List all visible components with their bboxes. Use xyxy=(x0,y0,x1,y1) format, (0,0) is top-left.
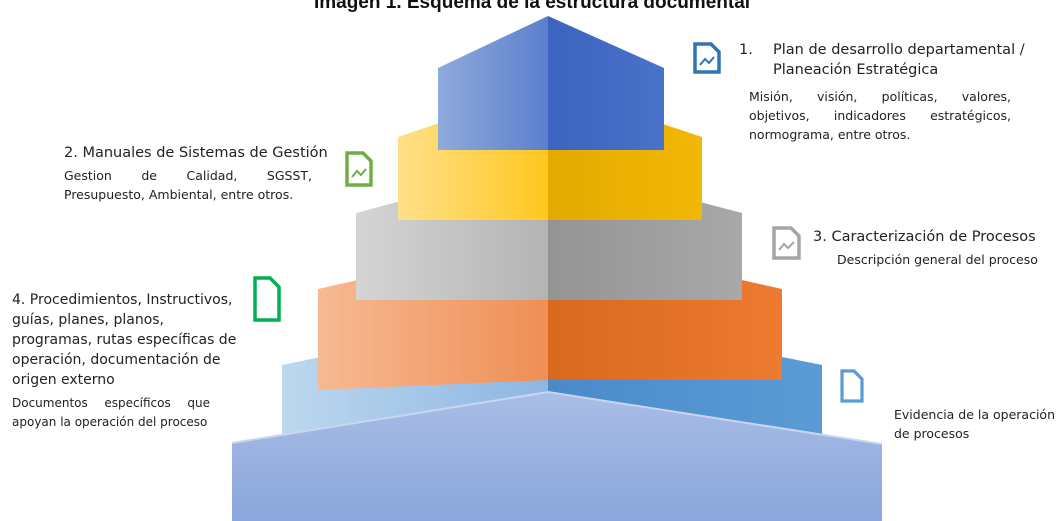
document-icon xyxy=(253,276,281,322)
level-3-heading: 3. Caracterización de Procesos xyxy=(813,229,1036,245)
level-1-heading-line1: Plan de desarrollo departamental / xyxy=(773,42,1025,58)
level-1-description: Misión, visión, políticas, valores, obje… xyxy=(749,89,1011,142)
document-icon xyxy=(840,369,864,403)
level-4-heading: 4. Procedimientos, Instructivos, guías, … xyxy=(12,292,237,388)
level-2-description: Gestion de Calidad, SGSST, Presupuesto, … xyxy=(64,168,312,202)
level-5-description: Evidencia de la operación de procesos xyxy=(894,407,1055,441)
level-2-text: 2. Manuales de Sistemas de Gestión Gesti… xyxy=(64,143,328,204)
level-1-heading-line2: Planeación Estratégica xyxy=(773,62,939,78)
pyramid-base xyxy=(231,390,883,521)
diagram-title: Imagen 1. Esquema de la estructura docum… xyxy=(313,0,751,13)
level-3-description: Descripción general del proceso xyxy=(837,252,1038,267)
pyramid-level-1 xyxy=(438,16,664,150)
chart-document-icon xyxy=(345,151,373,187)
level-4-text: 4. Procedimientos, Instructivos, guías, … xyxy=(12,290,238,432)
level-1-text: 1. Plan de desarrollo departamental / Pla… xyxy=(739,40,1027,144)
level-2-heading: 2. Manuales de Sistemas de Gestión xyxy=(64,145,328,161)
level-4-description: Documentos específicos que apoyan la ope… xyxy=(12,396,210,429)
level-3-text: 3. Caracterización de Procesos Descripci… xyxy=(813,227,1063,269)
level-1-number: 1. xyxy=(739,42,753,58)
level-5-text: Evidencia de la operación de procesos xyxy=(894,405,1062,443)
chart-document-icon xyxy=(772,226,801,260)
chart-document-icon xyxy=(693,42,721,74)
